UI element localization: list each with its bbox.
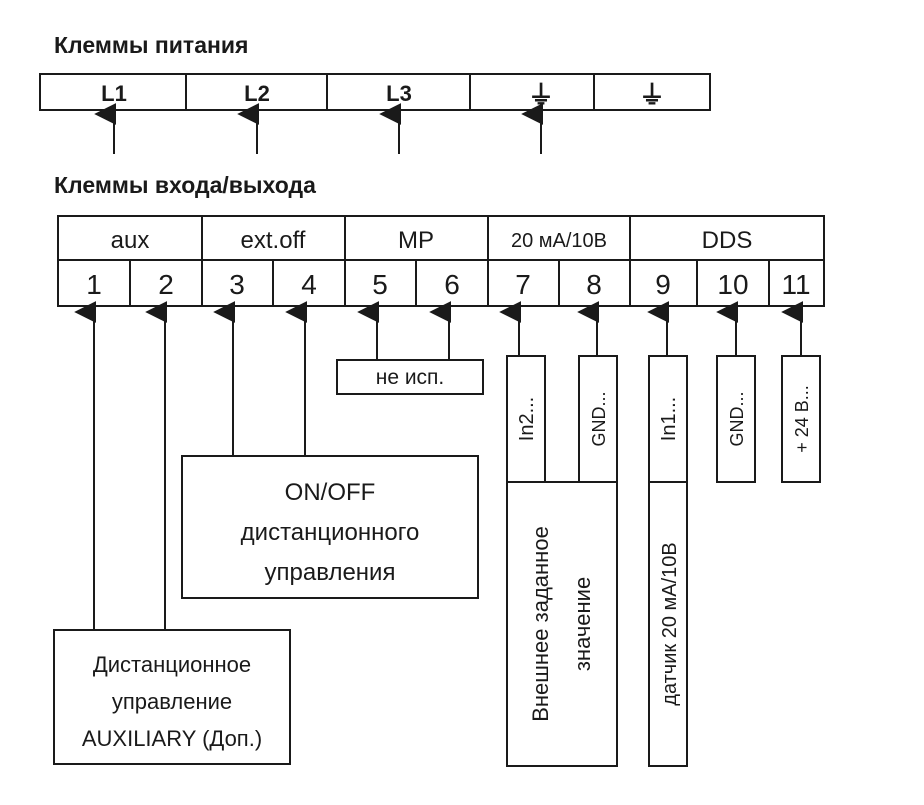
- ground-terminal-1: ⏚: [528, 80, 554, 110]
- aux-line-1: Дистанционное: [93, 652, 251, 677]
- onoff-line-3: управления: [265, 559, 396, 586]
- terminal-11: 11: [781, 269, 810, 300]
- terminal-9: 9: [655, 269, 671, 300]
- onoff-box: [181, 455, 479, 599]
- external-setpoint-box: [506, 481, 618, 767]
- gnd-10-label: GND...: [727, 391, 747, 446]
- plus24-label: + 24 В...: [792, 385, 812, 453]
- aux-box: [53, 629, 291, 765]
- in1-label: In1...: [658, 397, 680, 441]
- terminal-6: 6: [444, 269, 460, 300]
- sensor-box: [648, 481, 688, 767]
- group-mp: MP: [398, 227, 434, 254]
- sensor-label: датчик 20 мА/10В: [659, 542, 681, 705]
- in2-label: In2...: [516, 397, 538, 441]
- terminal-7: 7: [515, 269, 531, 300]
- power-arrows: [94, 103, 544, 154]
- terminal-4: 4: [301, 269, 317, 300]
- gnd-8-box: [578, 355, 618, 483]
- ground-terminal-2: ⏚: [639, 80, 665, 110]
- plus24-box: [781, 355, 821, 483]
- aux-line-2: управление: [112, 689, 232, 714]
- group-ext-off: ext.off: [241, 227, 306, 254]
- io-terminal-strip: [57, 215, 825, 307]
- aux-line-3: AUXILIARY (Доп.): [82, 726, 262, 751]
- group-aux: aux: [111, 227, 150, 254]
- terminal-L1: L1: [101, 81, 127, 106]
- external-setpoint-line-2: значение: [570, 577, 595, 671]
- terminal-1: 1: [86, 269, 102, 300]
- onoff-line-1: ON/OFF: [285, 479, 376, 506]
- terminal-3: 3: [229, 269, 245, 300]
- group-20ma-10v: 20 мА/10В: [511, 230, 607, 252]
- power-terminals-title: Клеммы питания: [54, 32, 249, 58]
- power-terminal-strip: [39, 73, 711, 111]
- io-terminals-title: Клеммы входа/выхода: [54, 172, 316, 198]
- gnd-10-box: [716, 355, 756, 483]
- terminal-10: 10: [717, 269, 748, 300]
- terminal-5: 5: [372, 269, 388, 300]
- terminal-2: 2: [158, 269, 174, 300]
- group-dds: DDS: [702, 227, 753, 254]
- gnd-8-label: GND...: [589, 391, 609, 446]
- not-used-label: не исп.: [376, 366, 445, 389]
- onoff-line-2: дистанционного: [241, 519, 420, 546]
- terminal-8: 8: [586, 269, 602, 300]
- not-used-box: [336, 359, 484, 395]
- terminal-L3: L3: [386, 81, 412, 106]
- terminal-L2: L2: [244, 81, 270, 106]
- external-setpoint-line-1: Внешнее заданное: [528, 526, 553, 722]
- io-arrows: [74, 301, 804, 630]
